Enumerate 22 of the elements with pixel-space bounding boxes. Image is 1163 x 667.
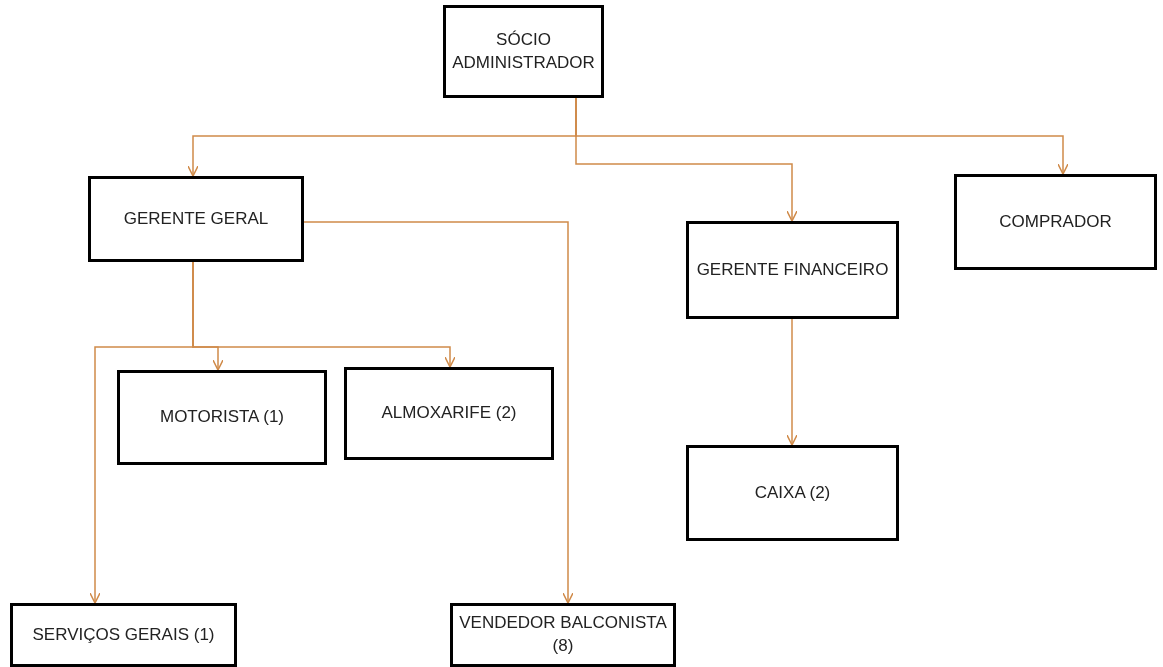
org-box xyxy=(686,221,899,319)
arrow xyxy=(303,221,574,604)
role-title: COMPRADOR xyxy=(999,210,1112,233)
role-title: MOTORISTA (1) xyxy=(159,406,284,429)
org-box xyxy=(10,603,237,667)
org-box xyxy=(954,174,1157,270)
role-title: GERENTE GERAL xyxy=(123,207,269,230)
org-box xyxy=(450,603,676,667)
arrow xyxy=(192,261,456,368)
org-box xyxy=(344,367,554,460)
role-title: SERVIÇOS GERAIS (1) xyxy=(32,623,215,646)
arrow xyxy=(786,318,798,446)
org-box xyxy=(117,370,327,465)
org-box xyxy=(443,5,604,98)
arrow xyxy=(575,97,1069,175)
role-title: SÓCIO ADMINISTRADOR xyxy=(451,28,596,74)
role-title: ALMOXARIFE (2) xyxy=(381,402,517,425)
org-box xyxy=(88,176,304,262)
role-title: CAIXA (2) xyxy=(754,481,831,504)
org-box xyxy=(686,445,899,541)
role-title: VENDEDOR BALCONISTA (8) xyxy=(458,612,668,657)
role-title: GERENTE FINANCEIRO xyxy=(696,258,889,281)
